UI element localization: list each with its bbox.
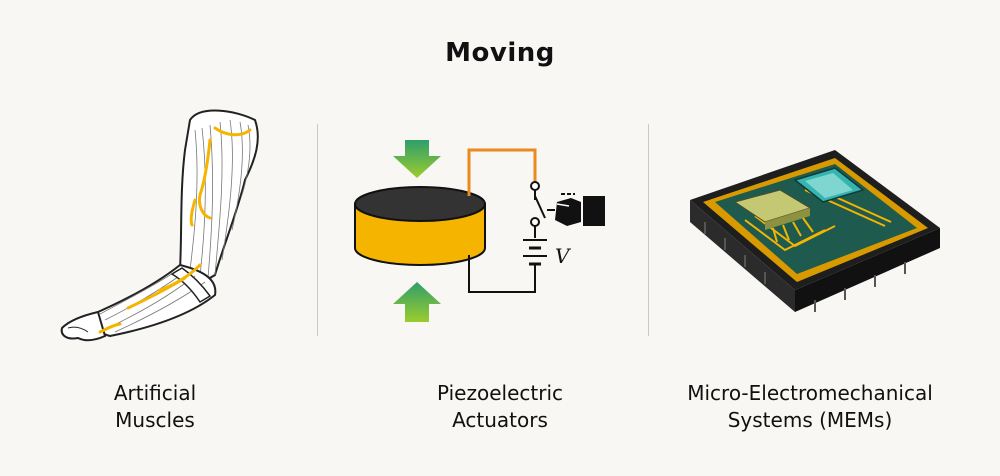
voltage-label: V [555,244,570,268]
mems-chip-illustration [685,150,945,320]
arrow-up-icon [393,282,441,322]
caption-mems: Micro-Electromechanical Systems (MEMs) [687,381,933,432]
page-title: Moving [445,38,555,68]
caption-artificial-muscles: Artificial Muscles [113,381,197,432]
piezo-actuator-illustration [345,130,615,330]
hand-icon [547,193,605,226]
caption-piezoelectric-actuators: Piezoelectric Actuators [437,381,563,432]
artificial-muscles-illustration [50,100,270,360]
arrow-down-icon [393,140,441,178]
divider-left [317,124,318,336]
divider-right [648,124,649,336]
